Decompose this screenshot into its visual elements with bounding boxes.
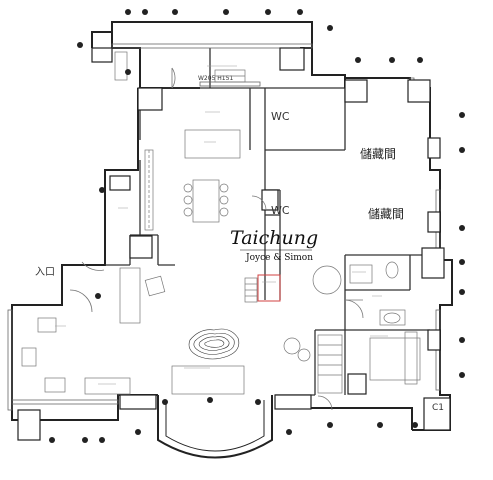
watermark-title: Taichung: [230, 227, 318, 249]
windows: [7, 43, 441, 411]
inner-walls: [105, 48, 430, 396]
watermark-subtitle: Joyce & Simon: [245, 253, 313, 263]
highlighted-cabinet: [257, 274, 281, 302]
columns: [17, 47, 451, 441]
wc-label-top: WC: [271, 110, 290, 123]
elevation-markers: [49, 9, 465, 443]
entrance-label: 入口: [35, 267, 55, 278]
rug: [188, 328, 240, 360]
storage-room-label-1: 儲藏間: [360, 147, 396, 161]
room-labels: 儲藏間 儲藏間 WC WC 入口 C1 W205 H151: [35, 75, 444, 413]
furniture: [21, 51, 421, 395]
c1-label: C1: [432, 403, 444, 413]
annotation-lines: [55, 65, 388, 385]
wc-label-mid: WC: [271, 204, 290, 217]
doors: [69, 67, 364, 411]
window-code: W205 H151: [198, 75, 233, 82]
storage-room-label-2: 儲藏間: [368, 207, 404, 221]
watermark: Taichung Joyce & Simon: [230, 227, 318, 263]
